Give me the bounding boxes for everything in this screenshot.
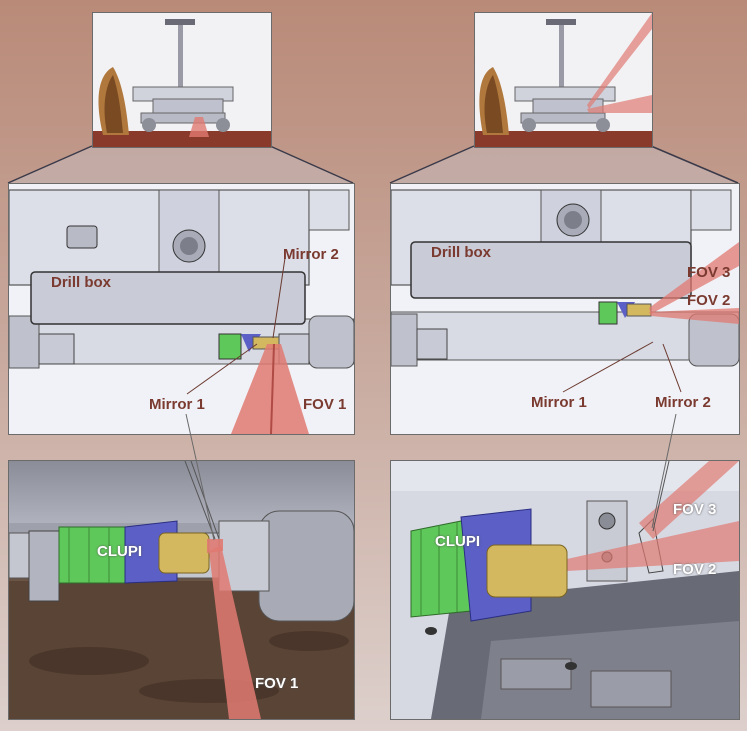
left-fov1-label: FOV 1 (303, 396, 347, 413)
right-fov2-label: FOV 2 (687, 292, 731, 309)
right-rover-overview (474, 12, 653, 148)
right-fov3-label: FOV 3 (687, 264, 731, 281)
right-drill-box-view: Drill box FOV 3 FOV 2 Mirror 1 Mirror 2 (390, 183, 740, 435)
left-rover-overview (92, 12, 272, 148)
right-mirror2-label: Mirror 2 (655, 394, 711, 411)
right-bottom-fov3-label: FOV 3 (673, 501, 717, 518)
left-drill-box-view: Drill box Mirror 2 Mirror 1 FOV 1 (8, 183, 355, 435)
right-drill-box-label: Drill box (431, 244, 492, 261)
right-clupi-label: CLUPI (435, 533, 480, 550)
right-clupi-closeup: CLUPI FOV 3 FOV 2 (390, 460, 740, 720)
left-mirror2-label: Mirror 2 (283, 246, 339, 263)
left-mirror1-label: Mirror 1 (149, 396, 205, 413)
right-bottom-fov2-label: FOV 2 (673, 561, 717, 578)
right-mirror1-label: Mirror 1 (531, 394, 587, 411)
left-drill-box-label: Drill box (51, 274, 112, 291)
left-clupi-closeup: CLUPI FOV 1 (8, 460, 355, 720)
left-bottom-fov1-label: FOV 1 (255, 675, 299, 692)
left-clupi-label: CLUPI (97, 543, 142, 560)
